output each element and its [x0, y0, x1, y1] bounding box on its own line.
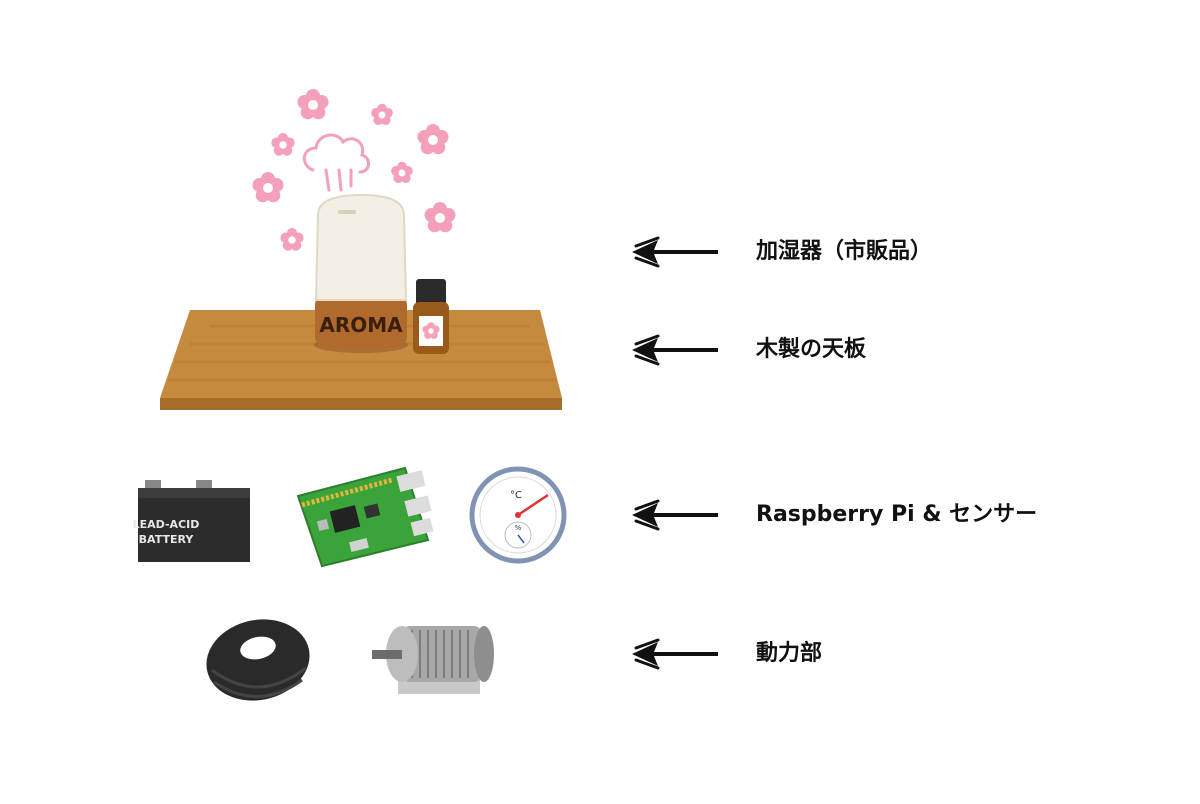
aroma-label: AROMA	[319, 313, 403, 337]
flower-icon	[417, 124, 449, 155]
arrow-left-icon	[630, 638, 720, 670]
flower-icon	[280, 228, 304, 251]
tire-icon	[206, 619, 310, 701]
humidifier-icon: AROMA	[314, 193, 408, 353]
flower-icon	[271, 133, 295, 156]
arrow-left-icon	[630, 334, 720, 366]
arrow-left-icon	[630, 236, 720, 268]
label-drive: 動力部	[756, 641, 823, 666]
oil-bottle-icon	[413, 279, 449, 354]
battery-label-2: BATTERY	[139, 533, 195, 546]
thermometer-unit: °C	[510, 490, 522, 501]
flower-icon	[297, 89, 329, 120]
raspberry-pi-board-icon	[296, 466, 434, 568]
motor-icon	[372, 626, 494, 694]
hygrometer-unit: %	[515, 524, 522, 532]
flower-icon	[371, 103, 393, 126]
label-electronics: Raspberry Pi & センサー	[756, 502, 1038, 527]
flower-icon	[424, 202, 456, 233]
arrow-left-icon	[630, 499, 720, 531]
flower-icon	[252, 172, 284, 203]
flower-icon	[391, 161, 413, 184]
label-humidifier: 加湿器（市販品）	[756, 239, 933, 264]
label-tabletop: 木製の天板	[756, 337, 867, 362]
battery-label-1: LEAD-ACID	[133, 518, 200, 531]
battery-icon: LEAD-ACID BATTERY	[133, 480, 250, 562]
steam-icon	[302, 133, 370, 192]
thermo-hygrometer-icon: °C %	[469, 466, 567, 564]
